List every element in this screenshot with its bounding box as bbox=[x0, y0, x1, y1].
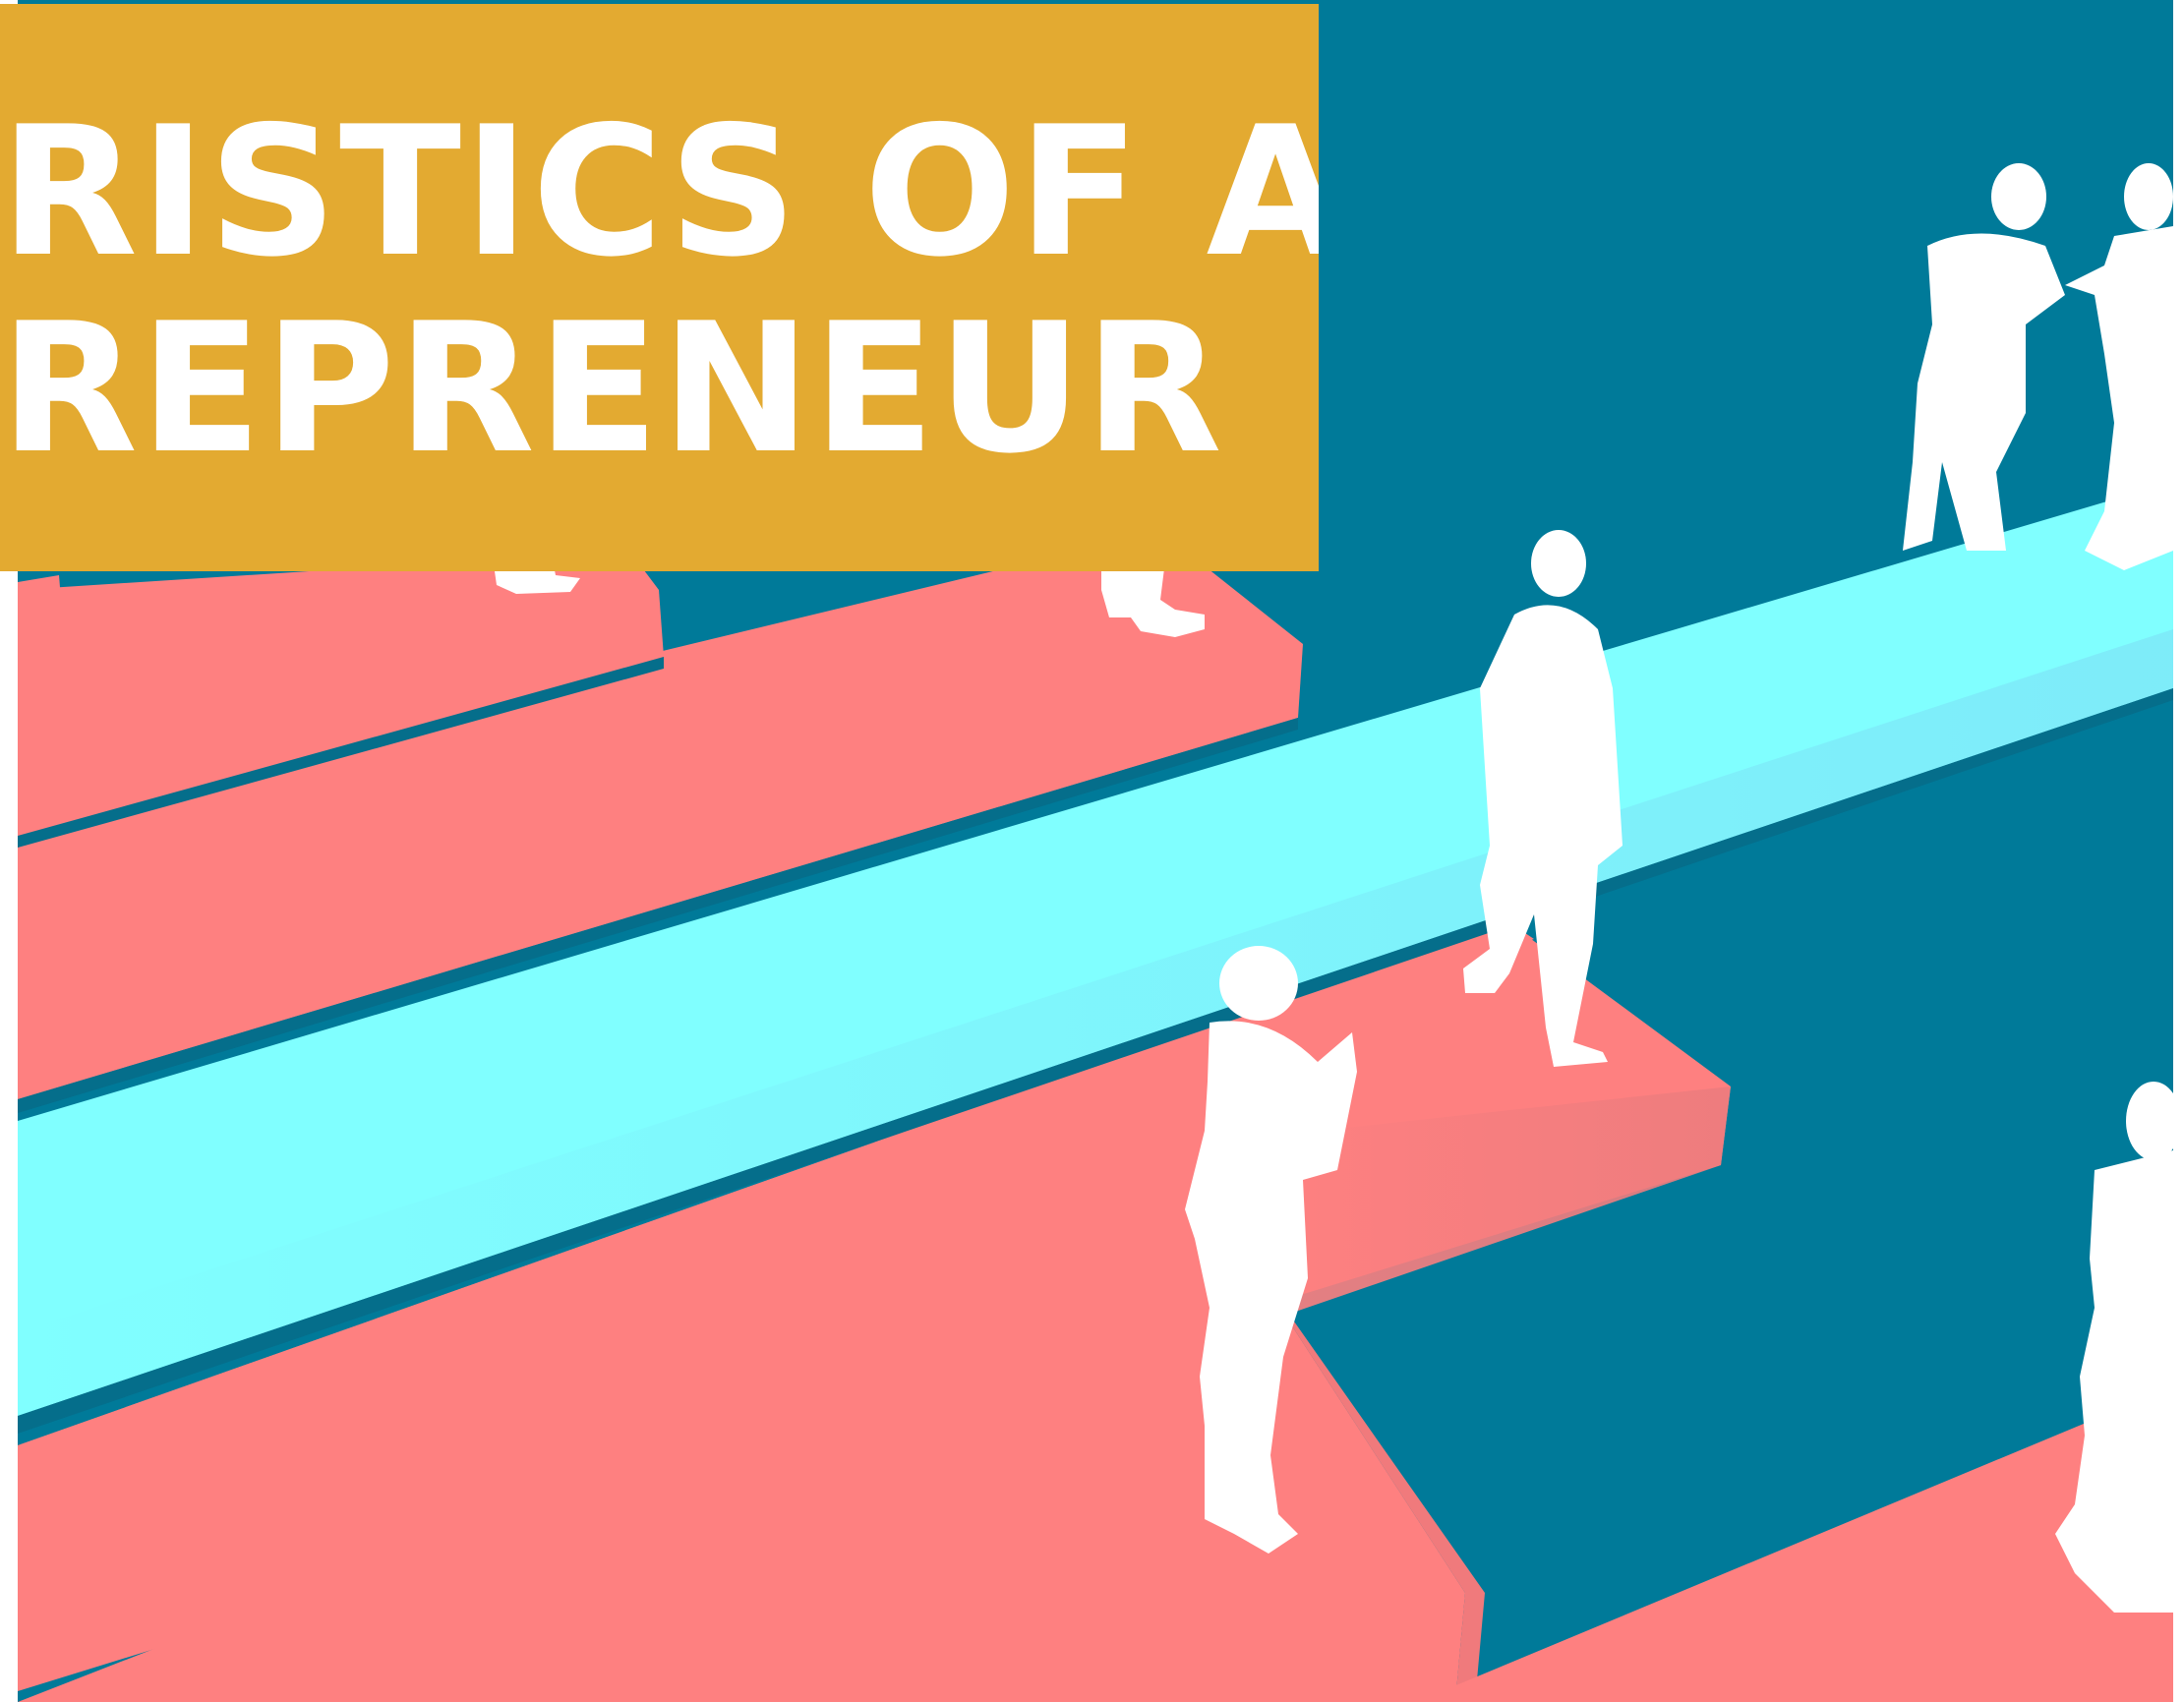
step-top bbox=[18, 551, 664, 848]
step-upper bbox=[18, 531, 1303, 1113]
person-silhouette-icon bbox=[1903, 163, 2065, 551]
person-silhouette-icon bbox=[2065, 163, 2173, 570]
title-banner: RISTICS OF A REPRENEUR bbox=[0, 4, 1319, 571]
title-line-1: RISTICS OF A bbox=[0, 88, 1319, 296]
title-line-2: REPRENEUR bbox=[0, 284, 1224, 493]
person-silhouette-icon bbox=[1185, 946, 1357, 1554]
person-silhouette-icon bbox=[2055, 1082, 2181, 1613]
person-silhouette-icon bbox=[1101, 560, 1205, 637]
right-white-edge bbox=[2173, 0, 2184, 1702]
step-highlight bbox=[18, 482, 2173, 1434]
person-silhouette-icon bbox=[1463, 530, 1623, 1067]
